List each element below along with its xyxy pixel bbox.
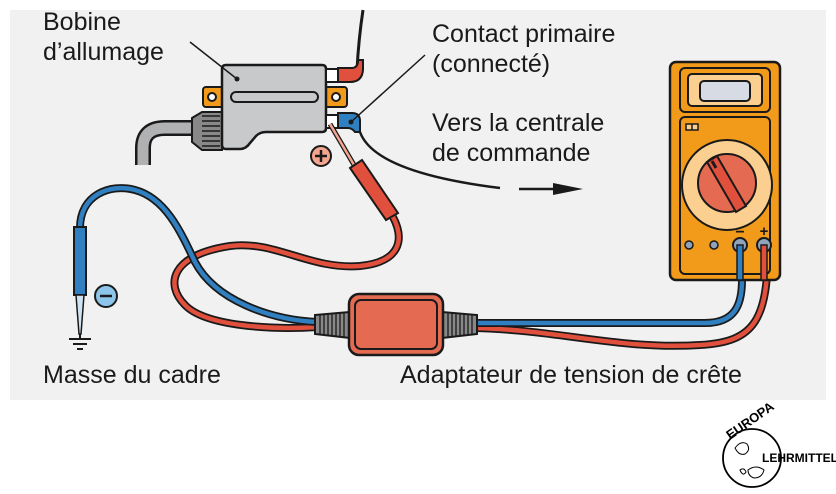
jack-plus-label: + [760,223,769,240]
coil-mount-tabs [202,86,348,108]
ht-cable [135,111,223,165]
peak-voltage-adapter [314,292,478,357]
label-contact-1: Contact primaire [432,20,615,48]
label-ecu-1: Vers la centrale [432,109,604,137]
red-probe [327,122,400,222]
arrow-icon [519,183,583,195]
europa-lehrmittel-logo: EUROPA LEHRMITTEL [722,398,836,488]
label-ground: Masse du cadre [43,361,221,389]
jack-2 [709,240,719,250]
leader-coil [189,41,238,80]
multimeter: − + [668,60,782,282]
blue-probe [73,226,87,335]
label-ecu-2: de commande [432,139,590,167]
ground-symbol-icon [69,334,91,350]
ecu-wire [358,131,501,190]
logo-text-right: LEHRMITTEL [762,451,836,465]
coil-terminal-top [325,59,364,83]
leader-contact [350,54,426,123]
plus-symbol-icon [310,145,332,167]
jack-minus-label: − [735,224,744,241]
label-adapter: Adaptateur de tension de crête [400,361,742,389]
label-contact-2: (connecté) [432,50,550,78]
minus-symbol-icon [94,284,118,308]
label-coil-1: Bobine [43,8,121,36]
label-coil-2: d’allumage [43,38,164,66]
jack-1 [684,240,694,250]
